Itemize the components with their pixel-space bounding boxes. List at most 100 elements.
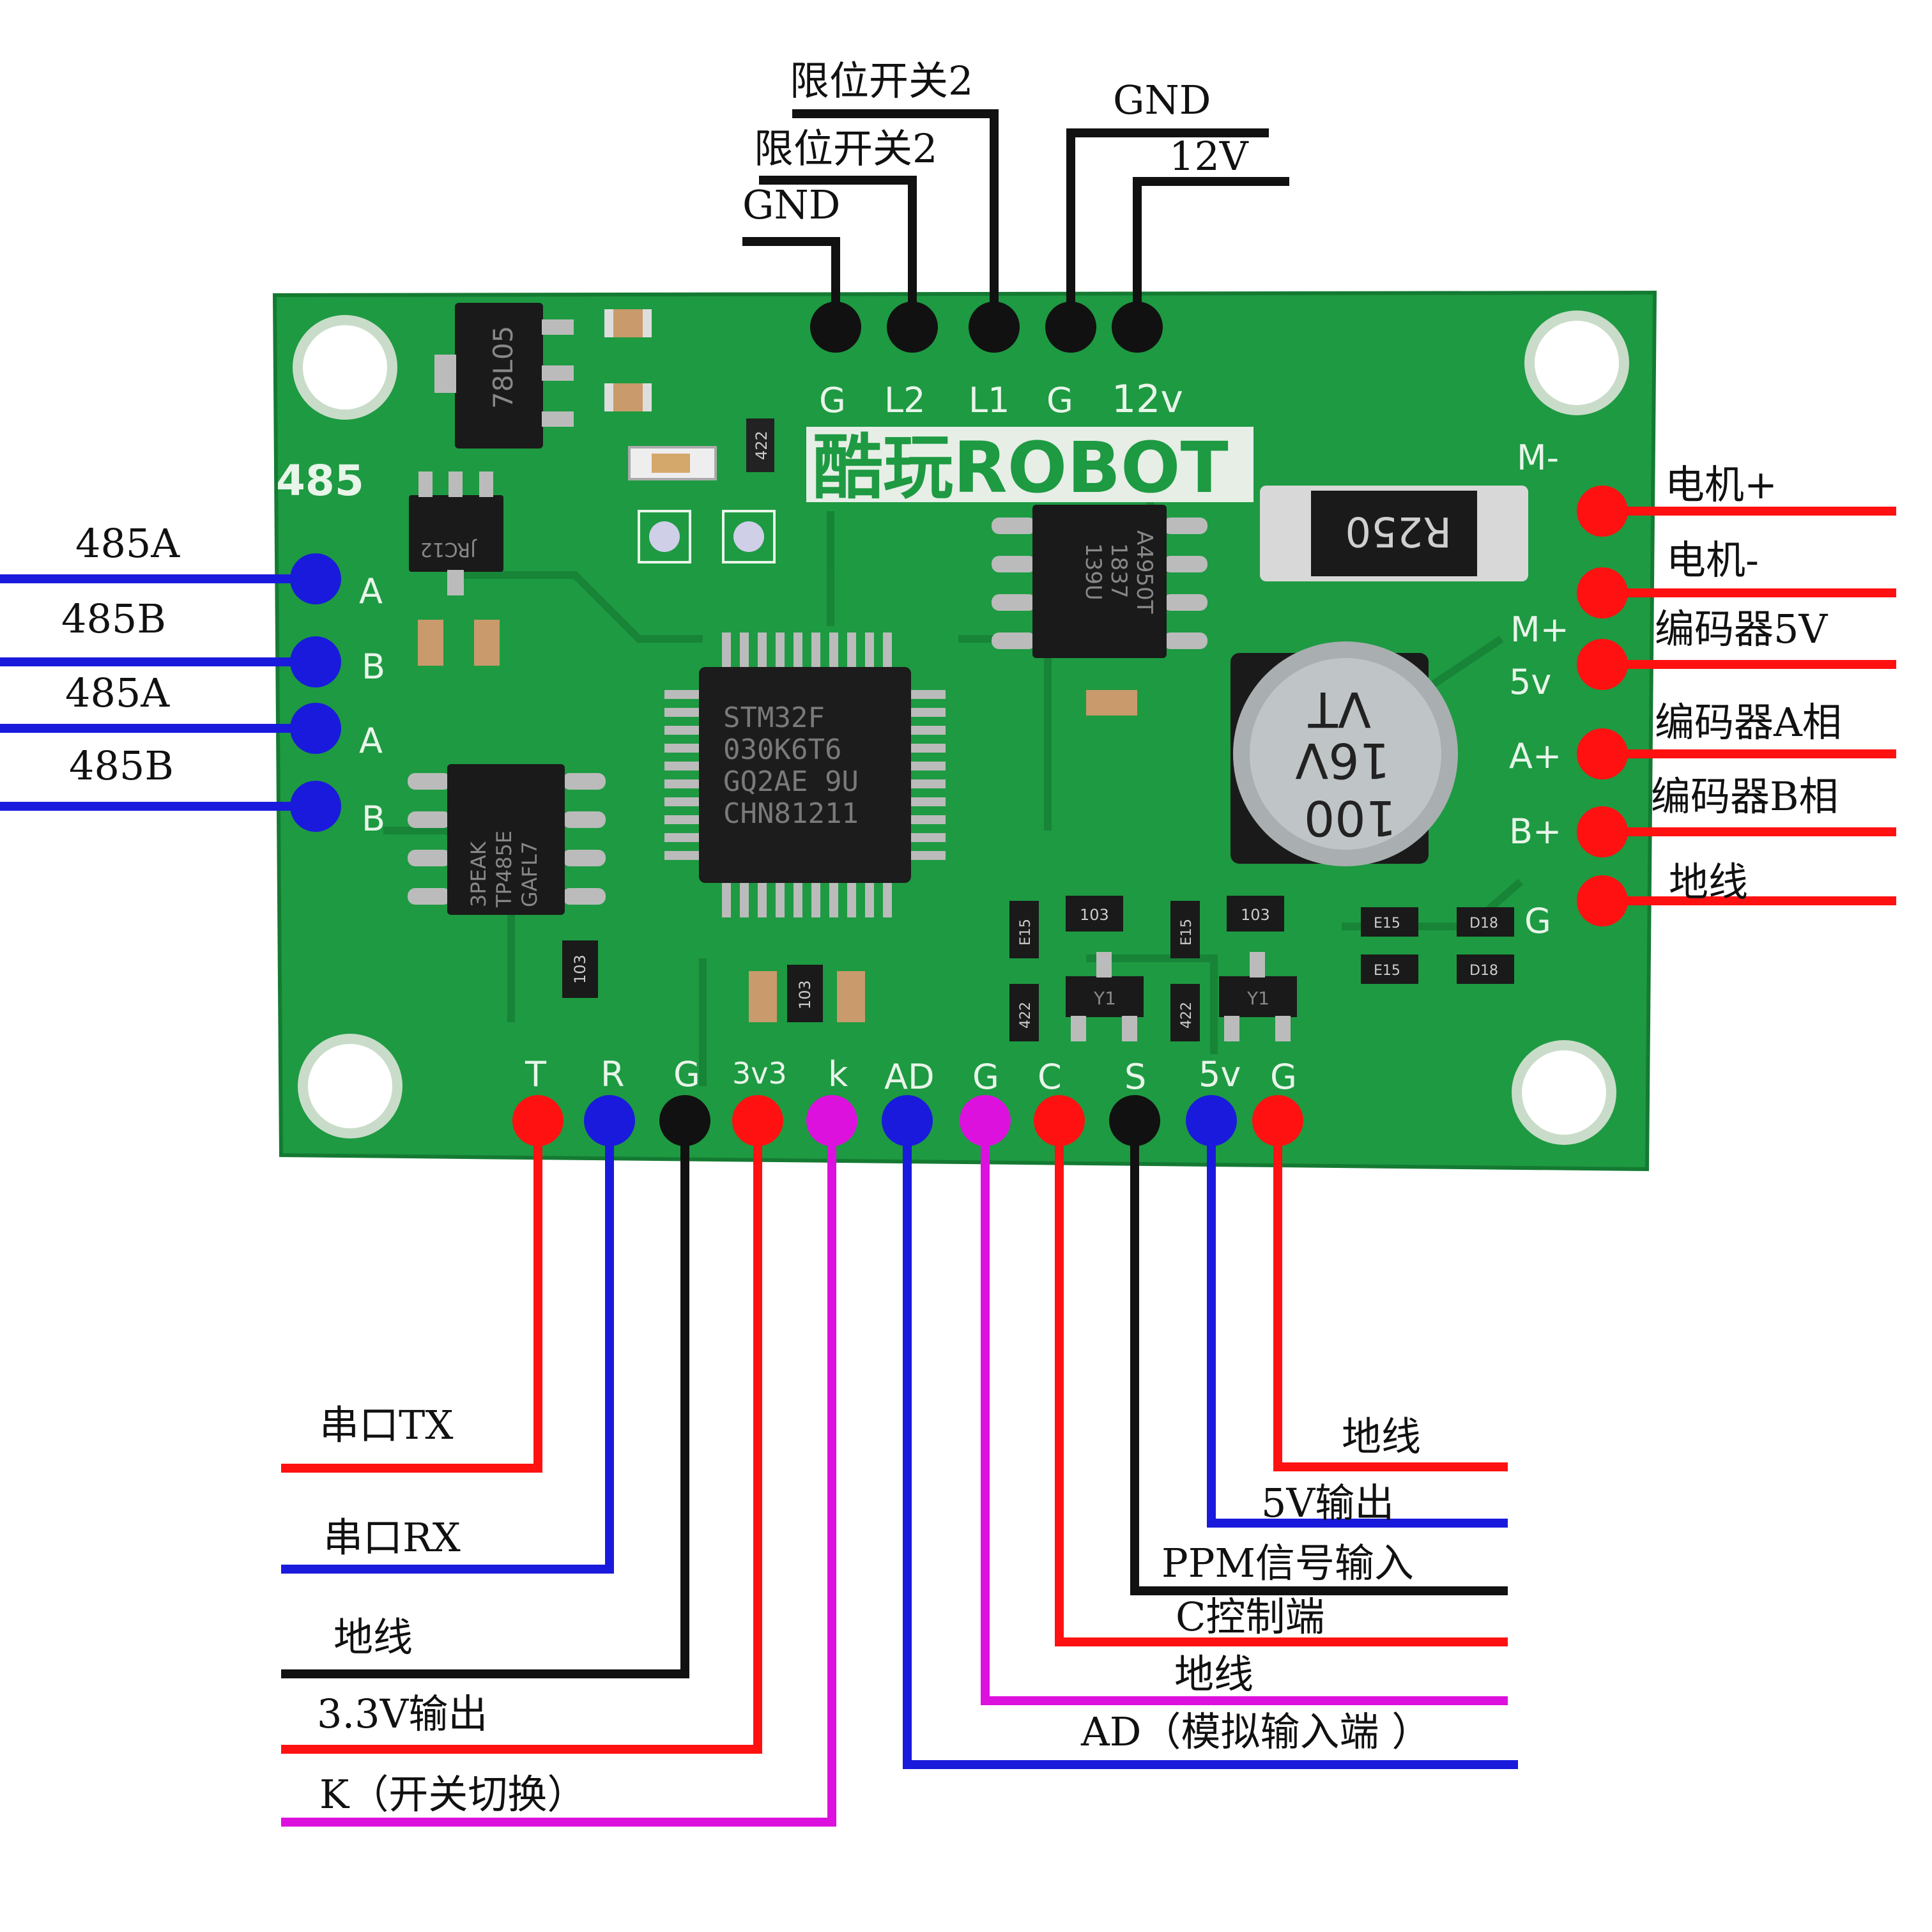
capacitor-label-3: VT — [1308, 681, 1371, 738]
regulator-chip — [455, 303, 543, 448]
svg-text:103: 103 — [796, 980, 814, 1009]
bottom-pin-label: T — [525, 1054, 547, 1094]
label-right-enc-a: 编码器A相 — [1655, 699, 1842, 746]
bottom-pin-label: G — [972, 1057, 999, 1097]
motor-driver-label-1: A4950T — [1131, 530, 1157, 614]
label-top-gnd: GND — [742, 181, 841, 228]
brand-text: 酷玩ROBOT — [813, 427, 1229, 509]
label-bottom-rx: 串口RX — [323, 1514, 461, 1561]
smd-capacitor — [1086, 690, 1137, 716]
label-bottom-ad: AD（模拟输入端 ） — [1081, 1708, 1432, 1755]
pin-dot — [1577, 567, 1628, 618]
label-right-motor-minus: 电机- — [1666, 537, 1759, 583]
smd-resistor: E15 — [1170, 901, 1200, 958]
pin-dot — [290, 636, 341, 687]
svg-text:E15: E15 — [1374, 963, 1400, 979]
left-pin-label: B — [362, 647, 385, 687]
label-bottom-5v: 5V输出 — [1261, 1480, 1395, 1526]
mcu-label-line-2: 030K6T6 — [723, 733, 841, 766]
bottom-pin-label: G — [673, 1054, 700, 1094]
transceiver-label-1: 3PEAK — [466, 841, 491, 907]
wire-bottom-gnd-3 — [1273, 1121, 1508, 1471]
wire-top-gnd-2 — [1066, 128, 1269, 327]
svg-text:E15: E15 — [1179, 919, 1195, 946]
label-right-enc-5v: 编码器5V — [1655, 606, 1828, 652]
bottom-pin-label: 5v — [1199, 1054, 1241, 1094]
label-left-485b-2: 485B — [69, 742, 174, 789]
label-bottom-k: K（开关切换） — [319, 1771, 587, 1818]
pin-dot — [806, 1095, 857, 1146]
wire-top-limit-2a — [759, 176, 917, 327]
svg-text:D18: D18 — [1469, 916, 1498, 931]
wire-bottom-c — [1055, 1121, 1508, 1646]
shunt-resistor-label: R250 — [1345, 507, 1452, 555]
label-left-485a-2: 485A — [65, 670, 170, 716]
pin-dot — [1577, 728, 1628, 779]
svg-text:422: 422 — [1018, 1002, 1034, 1029]
bottom-pin-label: S — [1124, 1057, 1146, 1097]
pin-dot — [1577, 639, 1628, 690]
wire-top-limit-2b — [792, 109, 999, 327]
pin-dot — [1252, 1095, 1303, 1146]
pin-dot — [887, 302, 938, 353]
top-pin-label: G — [819, 380, 846, 420]
wire-bottom-5v — [1207, 1121, 1508, 1528]
board-pin-labels: G L2 L1 G 12v A B A B M- M+ 5v A+ B+ G T… — [359, 377, 1569, 1097]
pin-dot — [960, 1095, 1011, 1146]
smd-resistor: 103 — [562, 940, 598, 998]
top-pin-label: 12v — [1112, 377, 1183, 422]
pin-dot — [1112, 302, 1163, 353]
capacitor-label-2: 16V — [1295, 732, 1390, 789]
left-pin-label: A — [359, 721, 383, 761]
smd-capacitor — [604, 383, 652, 411]
mounting-hole-icon — [293, 315, 397, 420]
left-pin-label: B — [362, 799, 385, 839]
mcu-label-line-3: GQ2AE 9U — [723, 765, 859, 798]
pin-dot — [1034, 1095, 1085, 1146]
smd-capacitor — [474, 620, 500, 666]
mcu-label-line-1: STM32F — [723, 702, 825, 734]
smd-resistor: 103 — [787, 965, 823, 1022]
svg-text:422: 422 — [753, 431, 770, 460]
right-pin-label: B+ — [1509, 811, 1561, 852]
right-pin-label: M- — [1517, 438, 1559, 478]
wire-bottom-gnd-2 — [981, 1121, 1508, 1705]
top-pin-label: L1 — [969, 380, 1009, 420]
wire-bottom-s — [1130, 1121, 1508, 1595]
mounting-hole-icon — [298, 1034, 402, 1138]
label-top-limit-2b: 限位开关2 — [790, 57, 974, 104]
wires — [0, 109, 1896, 1827]
label-top-12v: 12V — [1169, 133, 1248, 180]
pin-dot — [1577, 486, 1628, 537]
right-pin-label: A+ — [1509, 736, 1561, 776]
mounting-hole-icon — [1512, 1040, 1616, 1145]
transceiver-label-3: GAFL7 — [518, 841, 542, 907]
smd-capacitor — [604, 309, 652, 337]
capacitor-label-1: 100 — [1304, 790, 1397, 847]
sot-label: JRC12 — [420, 538, 477, 560]
svg-text:E15: E15 — [1018, 919, 1034, 946]
shunt-resistor — [1260, 486, 1528, 581]
svg-text:Y1: Y1 — [1093, 988, 1116, 1009]
mcu-label-line-4: CHN81211 — [723, 797, 859, 830]
label-bottom-tx: 串口TX — [319, 1402, 454, 1448]
pin-dot — [882, 1095, 933, 1146]
mcu-chip — [664, 632, 946, 917]
svg-text:103: 103 — [1241, 906, 1270, 924]
label-bottom-gnd: 地线 — [334, 1614, 413, 1660]
bottom-pin-label: k — [828, 1054, 848, 1094]
transceiver-chip — [408, 764, 606, 915]
bottom-pin-label: R — [601, 1054, 625, 1094]
svg-text:422: 422 — [1179, 1002, 1195, 1029]
test-pad — [649, 521, 680, 552]
smd-capacitor — [837, 971, 865, 1022]
wire-top-12v — [1133, 177, 1289, 327]
smd-resistor: 103 — [1066, 896, 1123, 931]
wire-bottom-rx — [281, 1121, 614, 1574]
wire-bottom-3v3 — [281, 1121, 762, 1754]
label-right-enc-b: 编码器B相 — [1651, 773, 1839, 820]
pin-dot — [1577, 806, 1628, 857]
pin-dot — [290, 703, 341, 754]
pin-dot — [659, 1095, 710, 1146]
test-pad — [733, 521, 764, 552]
